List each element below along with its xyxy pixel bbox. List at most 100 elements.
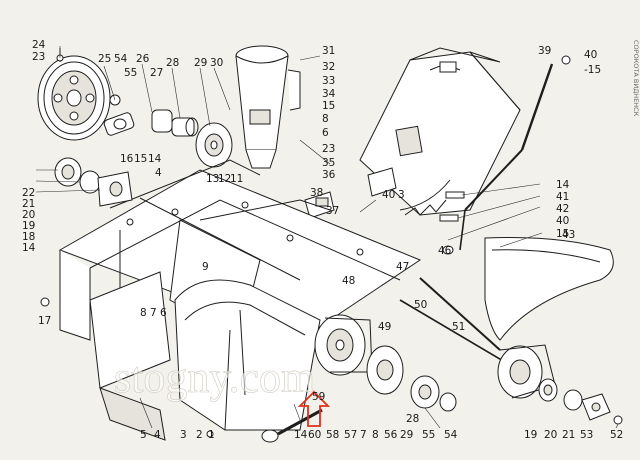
side-panel [89,271,171,441]
part-label: 20 [22,209,35,221]
part-label: 46 [438,245,452,257]
part-label: 54 [444,429,458,441]
part-label: 28 [166,57,179,69]
part-label: -15 [584,64,601,76]
part-number-labels: 24 23 25 54 55 26 27 28 29 30 31 32 33 3… [22,39,623,441]
part-label: 34 [322,88,336,100]
part-label: 23 [32,51,45,63]
part-label: 14 [148,153,162,165]
part-label: 14 [556,179,570,191]
part-label: 3 [398,189,405,201]
part-label: 59 [312,391,325,403]
highlight-arrow [297,390,331,427]
lever-arm [399,237,614,366]
part-label: 22 [22,187,35,199]
part-label: 13 [206,173,219,185]
hub-assembly [410,375,457,412]
part-label: 15 [134,153,147,165]
part-label: 21 [22,198,35,210]
part-label: 33 [322,75,335,87]
part-label: 55 [124,67,137,79]
part-label: 15 [322,100,335,112]
part-label: 37 [326,205,339,217]
part-label: 4 [154,429,161,441]
control-housing [359,47,521,216]
part-label: 2 [196,429,203,441]
part-label: 26 [136,53,150,65]
part-label: 56 [384,429,398,441]
part-label: 1 [208,429,215,441]
bearing-set-left [54,157,133,207]
part-label: 15 [556,228,569,240]
part-label: 40 [382,189,395,201]
part-label: 40 [584,49,597,61]
small-bracket [304,167,397,219]
disc-wheel [366,345,404,395]
impeller-drum [314,314,373,376]
part-label: 53 [580,429,593,441]
part-label: 19 [524,429,537,441]
part-label: 28 [406,413,419,425]
part-label: 31 [322,45,335,57]
part-label: 21 [562,429,575,441]
part-label: 29 [400,429,413,441]
part-label: 14 [294,429,308,441]
highlighted-part-label: 60 [308,429,321,441]
part-label: 6 [160,307,167,319]
part-label: 27 [150,67,163,79]
part-label: 42 [556,203,569,215]
part-label: 57 [344,429,357,441]
part-label: 12 [218,173,231,185]
part-label: 47 [396,261,409,273]
part-label: 41 [556,191,569,203]
watermark-text: stogny.com [114,353,315,402]
part-label: 30 [210,57,223,69]
part-label: 9 [202,261,209,273]
part-label: 8 [372,429,379,441]
part-label: 20 [544,429,557,441]
part-label: 54 [114,53,128,65]
part-label: 23 [322,143,335,155]
bolt-and-spring [40,297,323,443]
part-label: 29 [194,57,207,69]
part-label: 50 [414,299,427,311]
shaft-parts [151,109,233,168]
part-label: 5 [140,429,147,441]
part-label: 8 [140,307,147,319]
part-label: 24 [32,39,46,51]
part-label: 16 [120,153,134,165]
part-label: 38 [310,187,323,199]
part-label: 55 [422,429,435,441]
part-label: 18 [22,231,35,243]
part-label: 52 [610,429,623,441]
bearing-housing-left [103,94,135,136]
part-label: 4 [155,167,162,179]
part-label: 36 [322,169,336,181]
drive-pulley-right [497,344,556,399]
part-label: 40 [556,215,569,227]
part-label: 6 [322,127,329,139]
part-label: 25 [98,53,111,65]
part-label: 51 [452,321,465,333]
part-label: 7 [150,307,157,319]
part-label: 32 [322,61,335,73]
part-label: 39 [538,45,551,57]
part-label: 35 [322,157,335,169]
part-label: 11 [230,173,243,185]
part-label: 7 [360,429,367,441]
part-label: 49 [378,321,391,333]
part-label: 17 [38,315,51,327]
part-label: 58 [326,429,339,441]
bearing-set-right [538,378,623,425]
leader-lines [35,46,619,429]
part-label: 48 [342,275,355,287]
discharge-chute [235,45,321,169]
part-label: 43 [562,229,575,241]
part-label: 8 [322,113,329,125]
part-label: 3 [180,429,187,441]
part-label: 19 [22,220,35,232]
side-stamp-text: СОРОКОТА ВИДНЕНСК [632,40,640,117]
auger-housing [174,279,321,431]
